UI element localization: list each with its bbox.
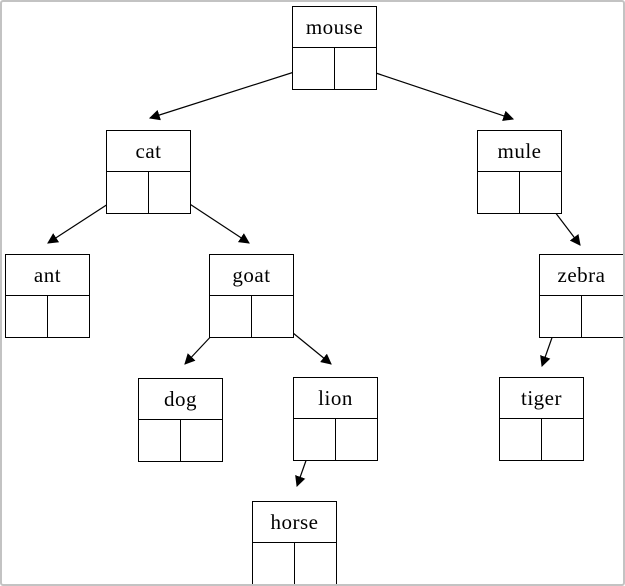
tree-node-mule: mule xyxy=(477,130,562,214)
pointer-cells xyxy=(293,48,376,89)
node-label: mule xyxy=(478,131,561,172)
right-pointer-cell xyxy=(582,296,623,337)
left-pointer-cell xyxy=(294,419,336,460)
pointer-cells xyxy=(500,419,583,460)
node-label: horse xyxy=(253,502,336,543)
edge-mouse-right-to-mule xyxy=(354,65,515,122)
left-pointer-cell xyxy=(253,543,295,584)
left-pointer-cell xyxy=(478,172,520,213)
left-pointer-cell xyxy=(210,296,252,337)
tree-node-zebra: zebra xyxy=(539,254,623,338)
right-pointer-cell xyxy=(542,419,583,460)
tree-node-lion: lion xyxy=(293,377,378,461)
pointer-cells xyxy=(253,543,336,584)
right-pointer-cell xyxy=(336,419,377,460)
pointer-cells xyxy=(540,296,623,337)
tree-node-dog: dog xyxy=(138,378,223,462)
tree-node-cat: cat xyxy=(106,130,191,214)
tree-node-horse: horse xyxy=(252,501,337,584)
right-pointer-cell xyxy=(149,172,190,213)
tree-node-mouse: mouse xyxy=(292,6,377,90)
node-label: tiger xyxy=(500,378,583,419)
node-label: lion xyxy=(294,378,377,419)
edge-mouse-left-to-cat xyxy=(148,65,314,121)
tree-node-ant: ant xyxy=(5,254,90,338)
right-pointer-cell xyxy=(335,48,376,89)
node-label: ant xyxy=(6,255,89,296)
tree-node-goat: goat xyxy=(209,254,294,338)
right-pointer-cell xyxy=(181,420,222,461)
left-pointer-cell xyxy=(293,48,335,89)
pointer-cells xyxy=(294,419,377,460)
left-pointer-cell xyxy=(107,172,149,213)
pointer-cells xyxy=(210,296,293,337)
node-label: mouse xyxy=(293,7,376,48)
left-pointer-cell xyxy=(500,419,542,460)
right-pointer-cell xyxy=(252,296,293,337)
right-pointer-cell xyxy=(520,172,561,213)
left-pointer-cell xyxy=(139,420,181,461)
node-label: cat xyxy=(107,131,190,172)
pointer-cells xyxy=(107,172,190,213)
right-pointer-cell xyxy=(295,543,336,584)
pointer-cells xyxy=(6,296,89,337)
pointer-cells xyxy=(478,172,561,213)
left-pointer-cell xyxy=(540,296,582,337)
left-pointer-cell xyxy=(6,296,48,337)
node-label: zebra xyxy=(540,255,623,296)
node-label: dog xyxy=(139,379,222,420)
tree-node-tiger: tiger xyxy=(499,377,584,461)
right-pointer-cell xyxy=(48,296,89,337)
node-label: goat xyxy=(210,255,293,296)
pointer-cells xyxy=(139,420,222,461)
